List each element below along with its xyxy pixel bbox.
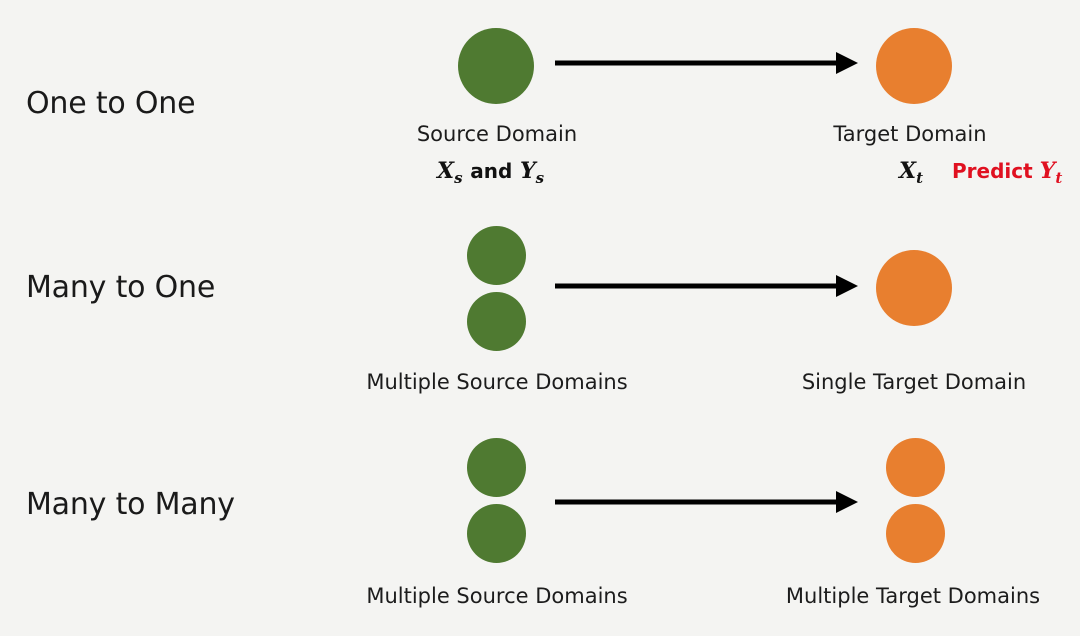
var-x-sub: s bbox=[454, 169, 463, 187]
target-domain-circle-2 bbox=[886, 504, 945, 563]
target-domain-circle bbox=[876, 250, 952, 326]
var-y-sub: s bbox=[535, 169, 545, 187]
predict-word: Predict bbox=[952, 159, 1033, 183]
arrow-one-to-one bbox=[555, 52, 858, 74]
var-and: and bbox=[470, 159, 513, 183]
predict-var: Y bbox=[1039, 158, 1056, 184]
target-domains-label: Multiple Target Domains bbox=[785, 584, 1041, 608]
row-title-many-to-one: Many to One bbox=[26, 270, 216, 305]
arrow-many-to-many bbox=[555, 491, 858, 513]
source-domain-circle bbox=[458, 28, 534, 104]
arrow-many-to-one bbox=[555, 275, 858, 297]
source-domain-circle-2 bbox=[467, 504, 526, 563]
predict-text: Predict Yt bbox=[952, 158, 1062, 187]
target-domain-circle-1 bbox=[886, 438, 945, 497]
source-domain-label: Source Domain bbox=[416, 122, 578, 146]
target-domain-label: Target Domain bbox=[833, 122, 987, 146]
source-domain-circle-1 bbox=[467, 438, 526, 497]
target-domain-circle bbox=[876, 28, 952, 104]
var-x: X bbox=[437, 158, 455, 184]
source-domain-circle-2 bbox=[467, 292, 526, 351]
target-domain-label: Single Target Domain bbox=[801, 370, 1027, 394]
var-y: Y bbox=[519, 158, 536, 184]
source-domains-label: Multiple Source Domains bbox=[366, 370, 628, 394]
source-domains-label: Multiple Source Domains bbox=[366, 584, 628, 608]
predict-var-sub: t bbox=[1055, 169, 1063, 187]
target-variable: Xt bbox=[899, 158, 923, 187]
row-title-one-to-one: One to One bbox=[26, 86, 196, 121]
source-domain-circle-1 bbox=[467, 226, 526, 285]
var-xt-sub: t bbox=[916, 169, 924, 187]
var-xt: X bbox=[899, 158, 917, 184]
source-variables: Xs and Ys bbox=[437, 158, 544, 187]
row-title-many-to-many: Many to Many bbox=[26, 487, 235, 522]
